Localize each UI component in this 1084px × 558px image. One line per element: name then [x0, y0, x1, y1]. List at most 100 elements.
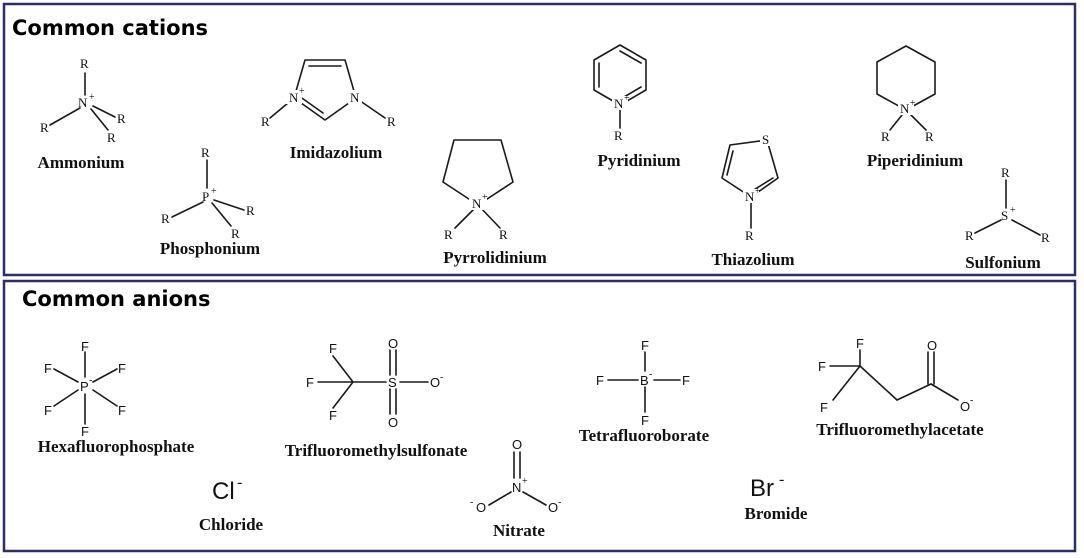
trifluoromethylsulfonate-label: Trifluoromethylsulfonate [285, 441, 468, 460]
atom-b: B [640, 373, 649, 388]
bond-line [332, 381, 354, 409]
atom-f: F [44, 361, 52, 376]
atom-o: O [512, 437, 522, 452]
charge-minus: - [470, 497, 473, 508]
ammonium-structure: R N + R R R [40, 56, 126, 145]
bond-line [92, 368, 118, 383]
bond-line [92, 105, 116, 118]
chloride-label: Chloride [199, 515, 264, 534]
bond-line [53, 389, 79, 407]
atom-n: N [350, 90, 360, 105]
pyrrolidinium-label: Pyrrolidinium [443, 248, 547, 267]
atom-f: F [682, 373, 690, 388]
pyridinium-label: Pyridinium [597, 151, 680, 170]
charge-plus: + [755, 186, 761, 197]
atom-s: S [1001, 208, 1008, 223]
bond-line [832, 365, 861, 401]
atom-r: R [1001, 165, 1010, 180]
atom-n: N [900, 101, 910, 116]
tetrafluoroborate-label: Tetrafluoroborate [579, 426, 710, 445]
label-backdrop [898, 101, 914, 115]
atom-f: F [329, 341, 337, 356]
bond-line [53, 368, 79, 383]
bromide-label: Bromide [745, 504, 808, 523]
atom-r: R [499, 227, 508, 242]
ammonium-label: Ammonium [38, 153, 125, 172]
atom-o: O [388, 415, 398, 430]
label-backdrop [348, 90, 362, 104]
trifluoromethylacetate-label: Trifluoromethylacetate [816, 420, 984, 439]
atom-r: R [80, 56, 89, 71]
thiazolium-label: Thiazolium [711, 250, 794, 269]
atom-r: R [161, 211, 170, 226]
atom-r: R [117, 111, 126, 126]
charge-plus: + [910, 98, 916, 109]
atom-f: F [596, 373, 604, 388]
label-backdrop [760, 132, 774, 146]
atom-r: R [965, 228, 974, 243]
bond-line [522, 491, 547, 506]
atom-f: F [818, 359, 826, 374]
atom-r: R [231, 226, 240, 241]
atom-o: O [430, 375, 440, 390]
chloride-ion: Cl - [212, 474, 242, 505]
atom-n: N [472, 196, 482, 211]
atom-n: N [289, 90, 299, 105]
charge-minus: - [779, 471, 784, 488]
trifluoromethylsulfonate-structure: F F F S O O O - [306, 336, 443, 430]
atom-f: F [329, 408, 337, 423]
label-backdrop [286, 90, 302, 104]
atom-r: R [881, 129, 890, 144]
bond-line [92, 389, 118, 407]
atom-r: R [40, 120, 49, 135]
label-backdrop [612, 96, 628, 110]
bond-line [623, 86, 642, 98]
bond-line [332, 355, 354, 383]
phosphonium-structure: R P + R R R [161, 145, 255, 241]
bromide-symbol: Br [750, 475, 774, 502]
atom-f: F [81, 424, 89, 439]
atom-f: F [118, 361, 126, 376]
atom-f: F [820, 400, 828, 415]
bond-line [930, 383, 959, 401]
label-backdrop [469, 195, 487, 210]
cations-panel [2, 2, 1077, 277]
label-backdrop [743, 189, 759, 203]
atom-s: S [762, 132, 769, 147]
bond-line [171, 201, 204, 218]
atom-r: R [444, 227, 453, 242]
charge-plus: + [522, 476, 528, 487]
cations-heading: Common cations [12, 16, 208, 40]
tetrafluoroborate-structure: F F B - F F [596, 338, 690, 428]
charge-minus: - [440, 372, 443, 383]
bond-line [751, 177, 774, 192]
atom-p: P [80, 379, 89, 394]
charge-plus: + [299, 86, 305, 97]
hexafluorophosphate-label: Hexafluorophosphate [38, 437, 195, 456]
bond-line [859, 365, 898, 401]
charge-minus: - [970, 395, 973, 406]
charge-plus: + [624, 93, 630, 104]
trifluoromethylacetate-structure: F F F O O - [818, 336, 973, 415]
atom-f: F [44, 403, 52, 418]
atom-o: O [927, 338, 937, 353]
atom-n: N [614, 96, 624, 111]
charge-plus: + [1010, 205, 1016, 216]
atom-o: O [388, 336, 398, 351]
bond-line [619, 50, 642, 64]
imidazolium-structure: N + N R R [261, 59, 396, 129]
atom-r: R [201, 145, 210, 160]
anions-heading: Common anions [22, 287, 211, 311]
bond-line [90, 108, 109, 131]
atom-r: R [745, 228, 754, 243]
ring-outline [442, 139, 514, 206]
atom-o: O [548, 500, 558, 515]
atom-r: R [614, 128, 623, 143]
bond-line [213, 199, 245, 211]
atom-f: F [306, 375, 314, 390]
anions-panel [2, 279, 1077, 553]
hexafluorophosphate-structure: F F F P - F F F [44, 339, 126, 439]
atom-n: N [745, 189, 755, 204]
charge-plus: + [89, 92, 95, 103]
